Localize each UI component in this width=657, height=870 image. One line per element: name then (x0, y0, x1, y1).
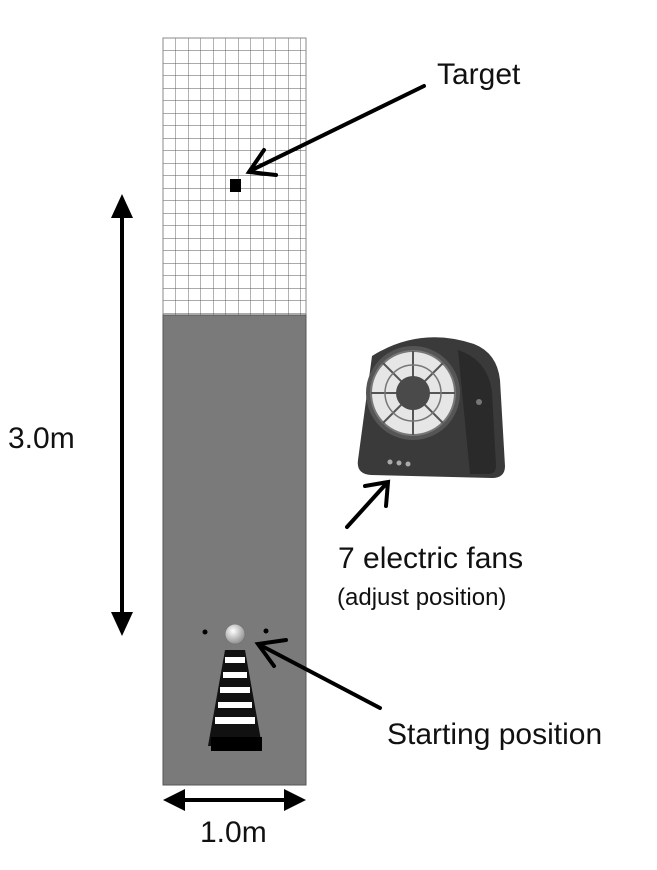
height-dimension-arrow (111, 194, 133, 636)
fans-note-label: (adjust position) (337, 584, 507, 611)
target-arrow (245, 84, 426, 177)
height-label: 3.0m (8, 422, 75, 455)
target-grid-area (162, 37, 307, 316)
target-marker-icon (230, 179, 241, 192)
electric-fan-icon (357, 337, 505, 478)
width-label: 1.0m (200, 816, 267, 849)
fan-arrow (345, 479, 391, 529)
target-label: Target (437, 58, 521, 91)
ball-icon (224, 623, 246, 645)
alignment-dot-right (263, 628, 269, 634)
alignment-dot-left (202, 629, 208, 635)
start-arrow (254, 638, 382, 710)
putter-icon (208, 650, 262, 751)
width-dimension-arrow (163, 789, 306, 811)
fans-label: 7 electric fans (338, 542, 524, 575)
start-label: Starting position (387, 718, 603, 751)
